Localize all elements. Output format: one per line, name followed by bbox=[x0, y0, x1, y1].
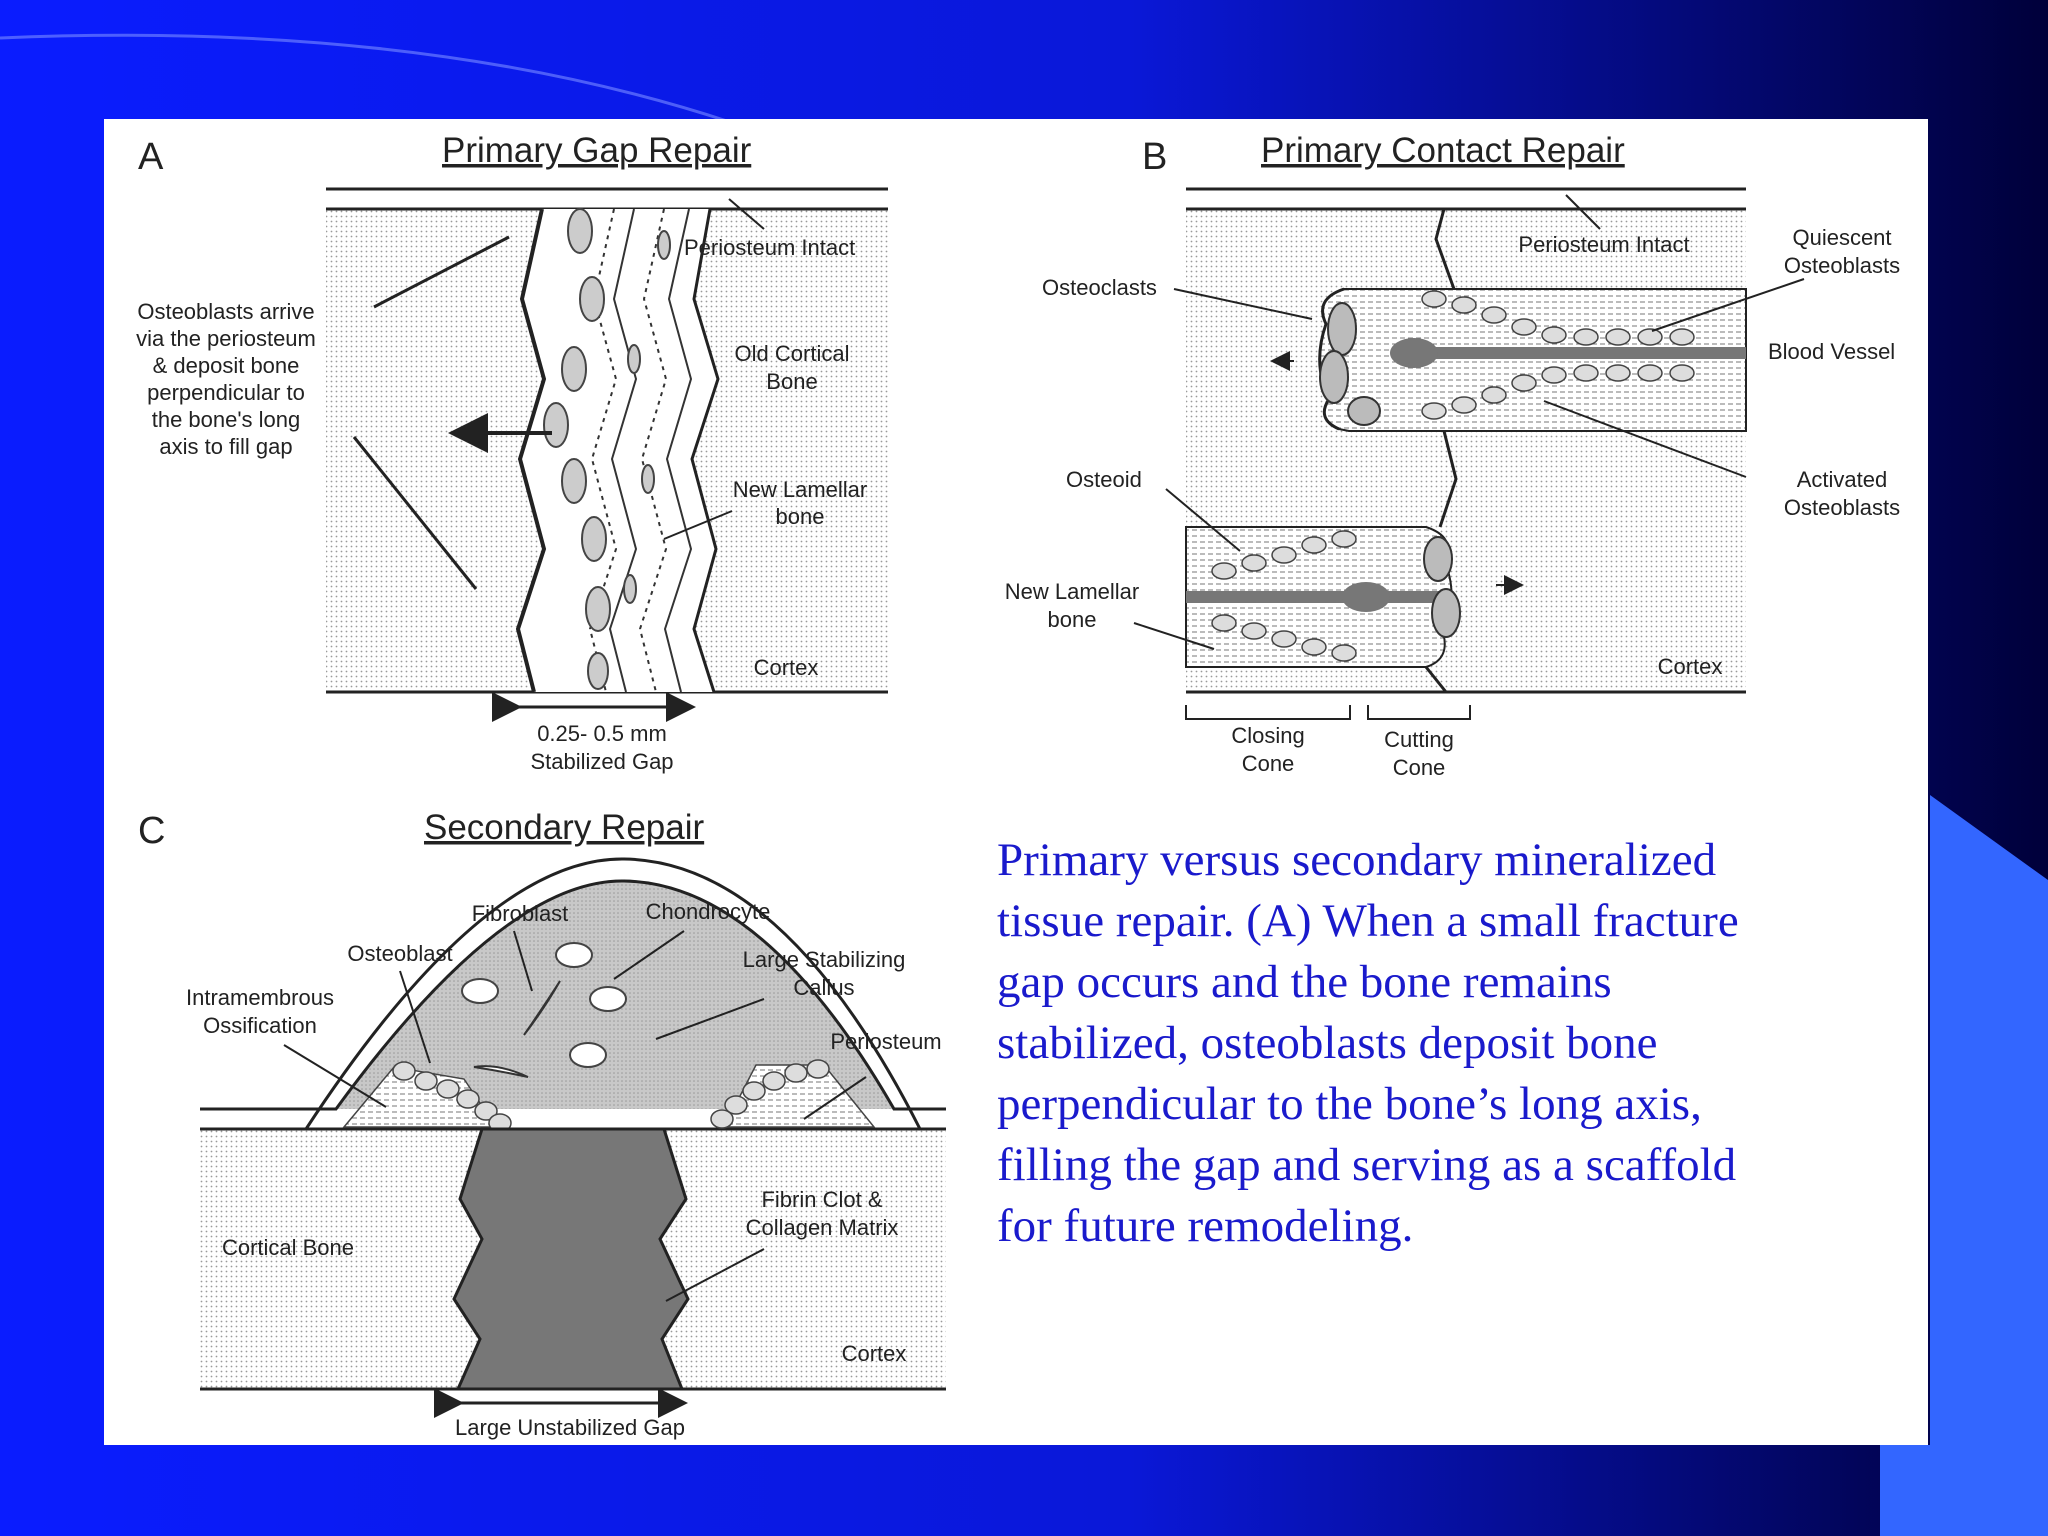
label-activated-2: Osteoblasts bbox=[1784, 495, 1900, 520]
fracture-edge-left bbox=[515, 208, 547, 693]
osteoblast-cells bbox=[543, 208, 671, 690]
ossification-left bbox=[342, 1066, 498, 1128]
label-blood-vessel: Blood Vessel bbox=[1768, 339, 1895, 364]
label-osteoid: Osteoid bbox=[1066, 467, 1142, 492]
label-periosteum-intact-b: Periosteum Intact bbox=[1518, 232, 1689, 257]
label-osteoclasts: Osteoclasts bbox=[1042, 275, 1157, 300]
panel-c-secondary-repair: C Secondary Repair bbox=[138, 808, 946, 1440]
label-intramembrous-2: Ossification bbox=[203, 1013, 317, 1038]
cutting-cone-bracket bbox=[1367, 705, 1471, 720]
decorative-accent-shape bbox=[1880, 795, 2048, 1536]
osteoblast-note-5: the bone's long bbox=[152, 407, 301, 432]
osteoclasts-upper bbox=[1319, 302, 1381, 426]
fibroblasts bbox=[473, 980, 561, 1078]
osteoblast-note-1: Osteoblasts arrive bbox=[137, 299, 314, 324]
label-large-callus-2: Callus bbox=[793, 975, 854, 1000]
caption-line: tissue repair. (A) When a small fracture bbox=[997, 895, 1739, 947]
label-periosteum-intact-a: Periosteum Intact bbox=[684, 235, 855, 260]
panel-b-primary-contact-repair: B Primary Contact Repair bbox=[1005, 131, 1900, 780]
panel-c-letter: C bbox=[138, 810, 165, 852]
periosteum-inner-c bbox=[200, 857, 946, 1131]
label-new-lamellar-a-2: bone bbox=[776, 504, 825, 529]
osteoblasts-row-lower bbox=[1211, 530, 1357, 662]
panel-b-letter: B bbox=[1142, 136, 1167, 178]
label-cortex-b: Cortex bbox=[1658, 654, 1723, 679]
osteoblasts-callus bbox=[392, 1059, 830, 1133]
panel-a-title: Primary Gap Repair bbox=[442, 131, 752, 170]
label-fibrin-2: Collagen Matrix bbox=[746, 1215, 899, 1240]
label-activated-1: Activated bbox=[1797, 467, 1888, 492]
label-new-lamellar-b-1: New Lamellar bbox=[1005, 579, 1140, 604]
label-closing-cone-1: Closing bbox=[1231, 723, 1304, 748]
fibrin-clot-gap bbox=[452, 1127, 690, 1391]
osteoblast-note-3: & deposit bone bbox=[153, 353, 300, 378]
label-cortex-c: Cortex bbox=[842, 1341, 907, 1366]
osteoblast-note-6: axis to fill gap bbox=[159, 434, 292, 459]
upper-osteon bbox=[1318, 288, 1747, 432]
panel-b-title: Primary Contact Repair bbox=[1261, 131, 1625, 170]
label-old-cortical-2: Bone bbox=[766, 369, 817, 394]
gap-region bbox=[518, 209, 718, 692]
gap-size-label: 0.25- 0.5 mm bbox=[537, 721, 667, 746]
label-intramembrous-1: Intramembrous bbox=[186, 985, 334, 1010]
caption-line: Primary versus secondary mineralized bbox=[997, 834, 1717, 886]
label-periosteum-c: Periosteum bbox=[830, 1029, 941, 1054]
label-cortex-a: Cortex bbox=[754, 655, 819, 680]
label-cutting-cone-2: Cone bbox=[1393, 755, 1446, 780]
gap-stabilized-label: Stabilized Gap bbox=[530, 749, 673, 774]
label-large-callus-1: Large Stabilizing bbox=[743, 947, 906, 972]
caption-line: stabilized, osteoblasts deposit bone bbox=[997, 1017, 1658, 1069]
caption-line: perpendicular to the bone’s long axis, bbox=[997, 1078, 1702, 1130]
blood-vessel-upper bbox=[1404, 347, 1746, 359]
osteoblast-note-4: perpendicular to bbox=[147, 380, 305, 405]
label-old-cortical-1: Old Cortical bbox=[735, 341, 850, 366]
panel-a-primary-gap-repair: A Primary Gap Repair Periosteum Intact O… bbox=[136, 131, 888, 774]
osteoclasts-lower bbox=[1423, 536, 1461, 638]
osteoblast-note-2: via the periosteum bbox=[136, 326, 316, 351]
chondrocytes bbox=[461, 942, 627, 1068]
blood-vessel-lower bbox=[1186, 591, 1446, 603]
label-quiescent-2: Osteoblasts bbox=[1784, 253, 1900, 278]
label-new-lamellar-a-1: New Lamellar bbox=[733, 477, 868, 502]
panel-a-letter: A bbox=[138, 136, 164, 178]
osteoblasts-row-upper bbox=[1421, 290, 1695, 420]
label-new-lamellar-b-2: bone bbox=[1048, 607, 1097, 632]
label-cutting-cone-1: Cutting bbox=[1384, 727, 1454, 752]
label-chondrocyte: Chondrocyte bbox=[646, 899, 771, 924]
periosteum-outer-c bbox=[200, 879, 946, 1111]
figure-panel: A Primary Gap Repair Periosteum Intact O… bbox=[104, 119, 1928, 1445]
label-osteoblast: Osteoblast bbox=[347, 941, 452, 966]
panel-c-title: Secondary Repair bbox=[424, 808, 704, 847]
caption-line: gap occurs and the bone remains bbox=[997, 956, 1612, 1008]
label-fibroblast: Fibroblast bbox=[472, 901, 569, 926]
label-closing-cone-2: Cone bbox=[1242, 751, 1295, 776]
decorative-swoosh bbox=[0, 33, 731, 124]
caption-line: for future remodeling. bbox=[997, 1200, 1414, 1252]
caption-line: filling the gap and serving as a scaffol… bbox=[997, 1139, 1737, 1191]
figure-caption: Primary versus secondary mineralized tis… bbox=[997, 830, 1857, 1257]
label-unstabilized-gap: Large Unstabilized Gap bbox=[455, 1415, 685, 1440]
closing-cone-bracket bbox=[1185, 705, 1351, 720]
label-cortical-bone: Cortical Bone bbox=[222, 1235, 354, 1260]
label-fibrin-1: Fibrin Clot & bbox=[761, 1187, 882, 1212]
label-quiescent-1: Quiescent bbox=[1792, 225, 1891, 250]
fracture-edge-right bbox=[690, 208, 720, 693]
